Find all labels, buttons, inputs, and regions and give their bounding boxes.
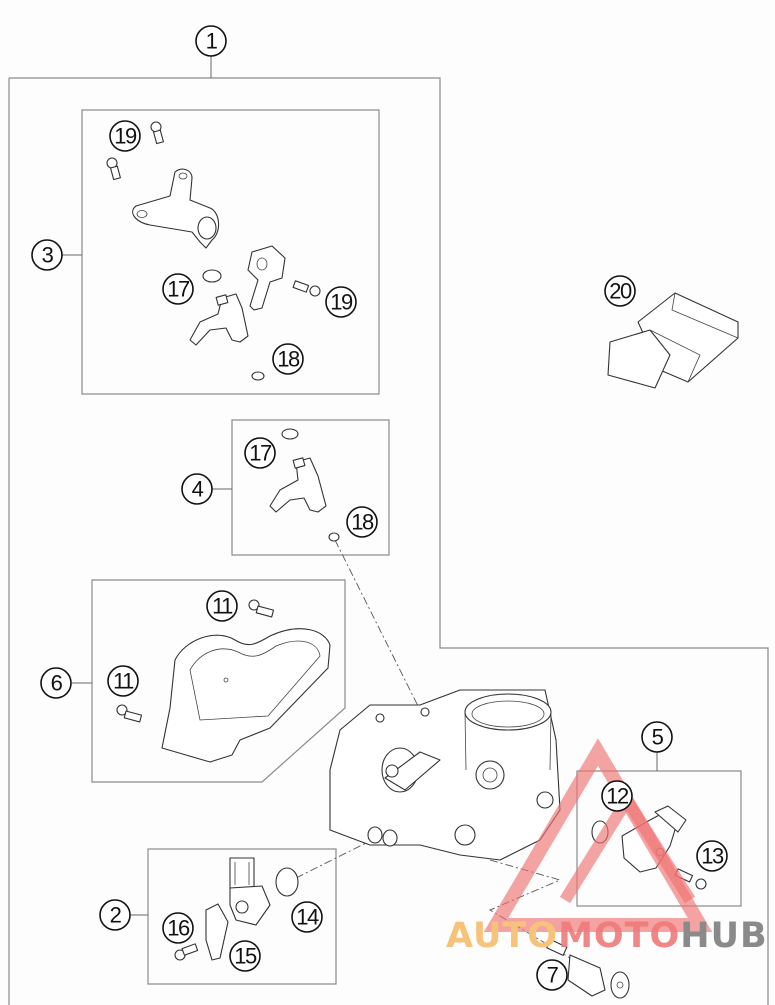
o-ring-17-lower [281,428,299,440]
callout-14[interactable]: 14 [291,901,323,933]
callout-label-4: 4 [192,477,204,502]
callout-label-13: 13 [701,844,724,869]
callout-label-19b: 19 [330,290,353,315]
control-unit [607,292,739,389]
callout-1[interactable]: 1 [195,25,227,57]
assembly-line-sensor [295,839,373,879]
injector-bracket [132,168,220,249]
callout-17-group4[interactable]: 17 [244,437,276,469]
callout-18-group3[interactable]: 18 [272,343,304,375]
screw-16 [174,943,199,961]
callout-label-3: 3 [42,243,54,268]
assembly-frame [8,77,769,1005]
callout-11-top[interactable]: 11 [206,590,238,622]
bracket-15 [205,903,229,961]
callout-label-17b: 17 [249,441,272,466]
callout-4[interactable]: 4 [181,473,213,505]
callout-20[interactable]: 20 [604,275,636,307]
callout-label-7: 7 [547,963,559,988]
group-box-2 [147,848,337,985]
callout-7[interactable]: 7 [536,959,568,991]
callout-5[interactable]: 5 [641,721,673,753]
group-box-3 [81,109,380,395]
idle-adjust-screw [546,939,630,999]
callout-13[interactable]: 13 [696,840,728,872]
screws-11 [116,599,275,723]
callout-label-16: 16 [167,916,190,941]
fuel-injector-upper [189,293,249,346]
callout-17-group3[interactable]: 17 [162,273,194,305]
watermark-auto: AUTO [446,916,559,956]
callout-19-top[interactable]: 19 [109,120,141,152]
fuel-injector-lower [269,457,327,513]
callout-label-6: 6 [51,671,63,696]
callout-15[interactable]: 15 [229,940,261,972]
o-ring-18-lower [328,532,340,542]
callout-label-18b: 18 [351,510,374,535]
callout-label-11b: 11 [113,669,134,694]
throttle-cover [161,628,331,763]
callout-12[interactable]: 12 [601,780,633,812]
watermark-text: AUTOMOTOHUB [446,919,768,954]
callout-2[interactable]: 2 [99,899,131,931]
o-ring-14 [275,867,299,897]
callout-19-right[interactable]: 19 [325,286,357,318]
o-ring-17-upper [202,269,222,283]
callout-label-20: 20 [609,279,632,304]
callout-label-2: 2 [110,903,122,928]
group-box-6 [91,579,346,783]
callout-11-left[interactable]: 11 [107,665,139,697]
callout-16[interactable]: 16 [162,912,194,944]
throttle-body [329,689,561,861]
callout-label-1: 1 [206,29,218,54]
callout-label-17a: 17 [167,277,190,302]
map-sensor [229,857,271,926]
callout-label-5: 5 [652,725,664,750]
watermark-hub: HUB [680,916,768,956]
callout-label-12: 12 [606,784,629,809]
assembly-line-injector [334,539,421,711]
callout-3[interactable]: 3 [31,239,63,271]
watermark-moto: MOTO [558,916,681,956]
group-box-5 [576,770,742,907]
callout-label-19a: 19 [114,124,137,149]
callout-label-15: 15 [234,944,257,969]
fuel-elbow [247,245,286,311]
callout-label-11a: 11 [212,594,233,619]
screws-19 [106,121,321,297]
o-ring-18-upper [251,371,265,381]
callout-18-group4[interactable]: 18 [346,506,378,538]
callout-label-18a: 18 [277,347,300,372]
callout-label-14: 14 [296,905,319,930]
group-box-4 [231,419,390,556]
callout-6[interactable]: 6 [40,667,72,699]
